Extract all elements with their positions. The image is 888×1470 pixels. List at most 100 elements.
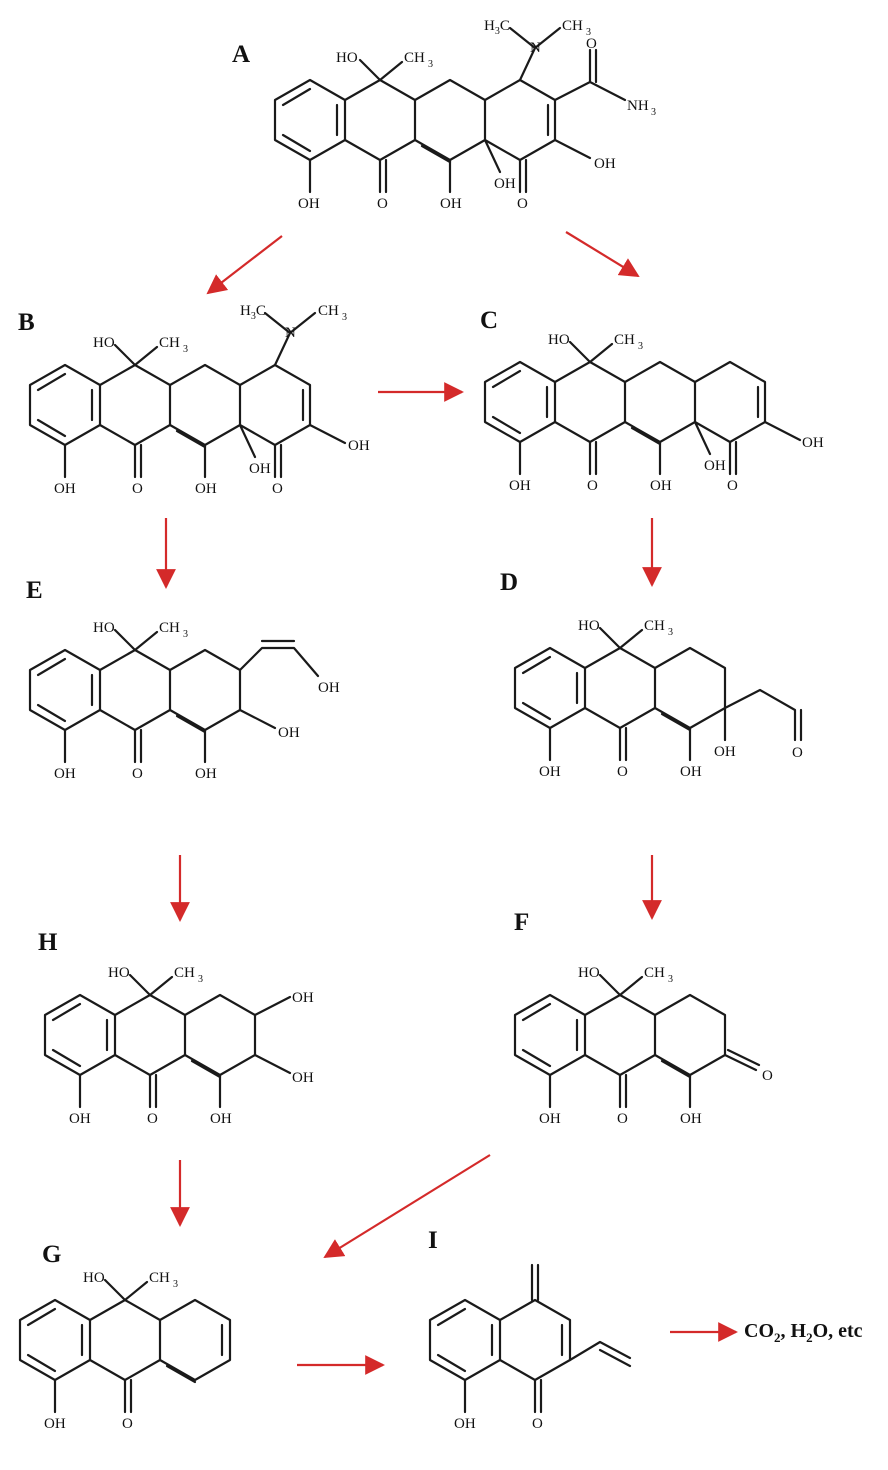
- substituent-bonds: [53, 1278, 149, 1414]
- ketone-oxygen-2: O: [517, 196, 528, 212]
- svg-text:3: 3: [173, 1279, 178, 1290]
- methyl-top: CH: [159, 620, 180, 636]
- ring-aromatic: [28, 363, 102, 447]
- svg-text:3: 3: [183, 629, 188, 640]
- compound-a: A HO CH 3 N H3C CH 3 O NH 3 OH OH O OH O…: [232, 18, 656, 212]
- ketone-oxygen: O: [617, 764, 628, 780]
- svg-text:3: 3: [668, 627, 673, 638]
- ring-aromatic: [513, 993, 587, 1077]
- substituent-bonds: [548, 973, 761, 1109]
- hydroxyl-chain: OH: [318, 680, 340, 696]
- ring-b: [553, 360, 627, 444]
- svg-text:3: 3: [342, 312, 347, 323]
- ring-aromatic: [513, 646, 587, 730]
- compound-label-d: D: [500, 569, 518, 596]
- svg-text:3: 3: [428, 59, 433, 70]
- hydroxyl-enol: OH: [680, 764, 702, 780]
- substituent-bonds: [63, 628, 320, 764]
- ring-b: [98, 363, 172, 447]
- aldehyde-oxygen: O: [792, 745, 803, 761]
- ring-c: [183, 993, 257, 1079]
- substituent-bonds: [548, 626, 803, 762]
- ketone-oxygen-1: O: [377, 196, 388, 212]
- hydroxyl-top: HO: [93, 335, 115, 351]
- methyl-top: CH: [614, 332, 635, 348]
- compound-label-i: I: [428, 1227, 438, 1254]
- ring-b: [498, 1298, 572, 1382]
- hydroxyl-bridge: OH: [704, 458, 726, 474]
- ketone-oxygen-2: O: [727, 478, 738, 494]
- methyl-top: CH: [404, 50, 425, 66]
- methyl-top: CH: [159, 335, 180, 351]
- hydroxyl-enol: OH: [195, 481, 217, 497]
- ring-aromatic: [28, 648, 102, 732]
- compound-label-f: F: [514, 909, 529, 936]
- compound-label-b: B: [18, 309, 35, 336]
- dimethyl-right: CH: [318, 303, 339, 319]
- ketone-oxygen-ring: O: [762, 1068, 773, 1084]
- ring-b: [113, 993, 187, 1077]
- ring-b: [583, 646, 657, 730]
- hydroxyl-enol: OH: [195, 766, 217, 782]
- hydroxyl-enol: OH: [440, 196, 462, 212]
- hydroxyl-top: HO: [83, 1270, 105, 1286]
- ring-b: [583, 993, 657, 1077]
- hydroxyl-ring: OH: [714, 744, 736, 760]
- hydroxyl-phenol: OH: [509, 478, 531, 494]
- ketone-oxygen: O: [147, 1111, 158, 1127]
- methyl-top: CH: [174, 965, 195, 981]
- hydroxyl-phenol: OH: [539, 764, 561, 780]
- ketone-oxygen-2: O: [272, 481, 283, 497]
- ketone-oxygen: O: [122, 1416, 133, 1432]
- final-products-label: CO2, H2O, etc: [744, 1320, 863, 1345]
- compound-label-h: H: [38, 929, 58, 956]
- ring-d: [238, 363, 312, 447]
- hydroxyl-top: HO: [108, 965, 130, 981]
- amide-oxygen: O: [586, 36, 597, 52]
- svg-text:3: 3: [198, 974, 203, 985]
- ring-b: [88, 1298, 162, 1382]
- arrow-a-to-b: [206, 235, 283, 295]
- hydroxyl-ring-2: OH: [292, 1070, 314, 1086]
- arrow-a-to-c: [565, 231, 640, 278]
- svg-text:3: 3: [586, 27, 591, 38]
- hydroxyl-phenol: OH: [54, 481, 76, 497]
- compound-h: H HO CH 3 OH OH OH O OH: [38, 929, 314, 1127]
- compound-label-c: C: [480, 307, 498, 334]
- ring-aromatic: [428, 1298, 502, 1382]
- arrow-f-to-g: [323, 1154, 491, 1259]
- compound-e: E HO CH 3 OH OH OH O OH: [26, 577, 340, 782]
- compound-label-g: G: [42, 1241, 61, 1268]
- ring-b: [343, 78, 417, 162]
- substituent-bonds: [308, 26, 627, 194]
- ring-d: [693, 360, 767, 444]
- hydroxyl-top: HO: [578, 618, 600, 634]
- ring-c: [653, 646, 727, 732]
- hydroxyl-top: HO: [578, 965, 600, 981]
- ring-c: [413, 78, 487, 164]
- compound-i: I OH O: [428, 1227, 632, 1432]
- ring-aromatic: [43, 993, 117, 1077]
- hydroxyl-phenol: OH: [454, 1416, 476, 1432]
- ketone-oxygen: O: [617, 1111, 628, 1127]
- svg-text:3: 3: [638, 341, 643, 352]
- hydroxyl-top: HO: [336, 50, 358, 66]
- dimethyl-left: H3C: [484, 18, 510, 37]
- compound-c: C HO CH 3 OH OH O OH OH O: [480, 307, 824, 494]
- methyl-top: CH: [149, 1270, 170, 1286]
- hydroxyl-side: OH: [802, 435, 824, 451]
- dimethyl-right: CH: [562, 18, 583, 34]
- svg-text:3: 3: [668, 974, 673, 985]
- hydroxyl-enol: OH: [680, 1111, 702, 1127]
- hydroxyl-top: HO: [548, 332, 570, 348]
- hydroxyl-bridge: OH: [249, 461, 271, 477]
- methyl-top: CH: [644, 618, 665, 634]
- ring-c: [158, 1298, 232, 1384]
- hydroxyl-side: OH: [348, 438, 370, 454]
- svg-text:3: 3: [651, 107, 656, 118]
- ketone-oxygen-1: O: [132, 481, 143, 497]
- reaction-arrows: [156, 231, 738, 1375]
- compound-b: B HO CH 3 N H3C CH 3 OH OH O OH OH O: [18, 303, 370, 497]
